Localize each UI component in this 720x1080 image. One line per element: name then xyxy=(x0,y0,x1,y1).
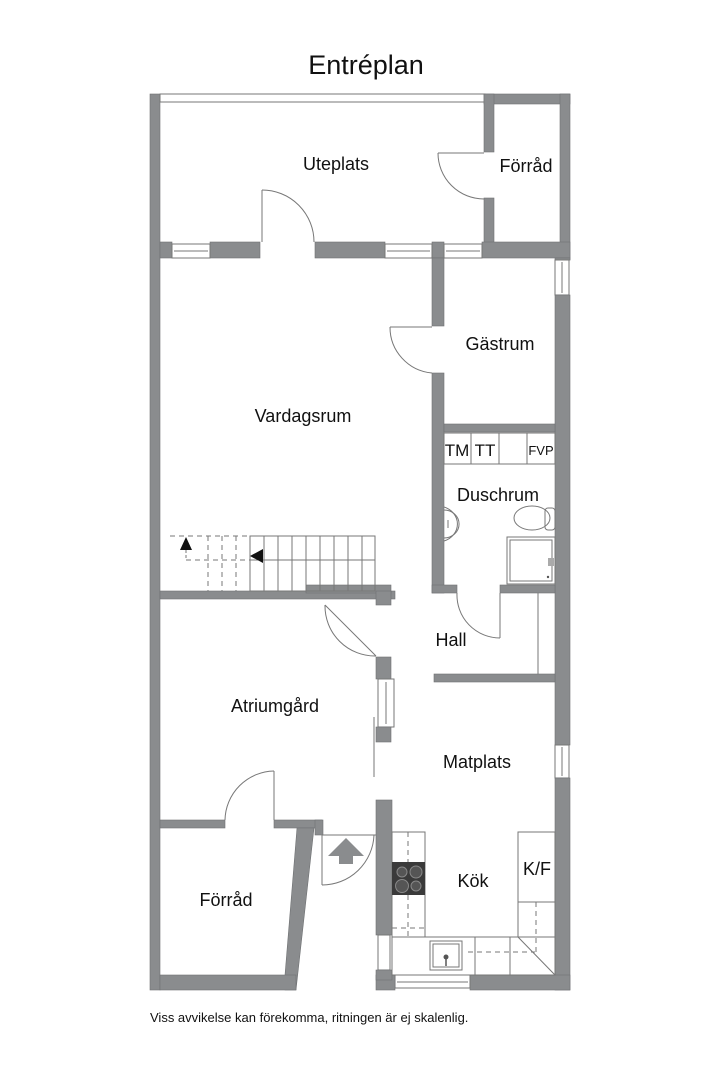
room-duschrum: Duschrum xyxy=(457,485,539,505)
doors xyxy=(224,152,501,886)
label-tm: TM xyxy=(445,441,470,460)
room-kok: Kök xyxy=(457,871,489,891)
kitchen-counter xyxy=(391,831,556,976)
stove-icon xyxy=(392,862,425,895)
room-atriumgard: Atriumgård xyxy=(231,696,319,716)
room-forrad-bottom: Förråd xyxy=(199,890,252,910)
label-tt: TT xyxy=(475,441,496,460)
room-forrad-top: Förråd xyxy=(499,156,552,176)
room-vardagsrum: Vardagsrum xyxy=(255,406,352,426)
entrance-arrow-icon xyxy=(328,838,364,864)
walls xyxy=(149,93,571,991)
plan-title: Entréplan xyxy=(308,50,424,80)
disclaimer: Viss avvikelse kan förekomma, ritningen … xyxy=(150,1010,469,1025)
room-gastrum: Gästrum xyxy=(465,334,534,354)
label-fvp: FVP xyxy=(528,443,553,458)
sink-icon xyxy=(429,940,463,971)
room-uteplats: Uteplats xyxy=(303,154,369,174)
toilet-icon xyxy=(513,505,556,531)
label-kf: K/F xyxy=(523,859,551,879)
laundry-row xyxy=(443,432,556,465)
room-matplats: Matplats xyxy=(443,752,511,772)
stairs-icon xyxy=(170,535,376,592)
room-hall: Hall xyxy=(435,630,466,650)
shower-icon xyxy=(506,536,556,585)
washbasin-icon xyxy=(443,506,460,542)
